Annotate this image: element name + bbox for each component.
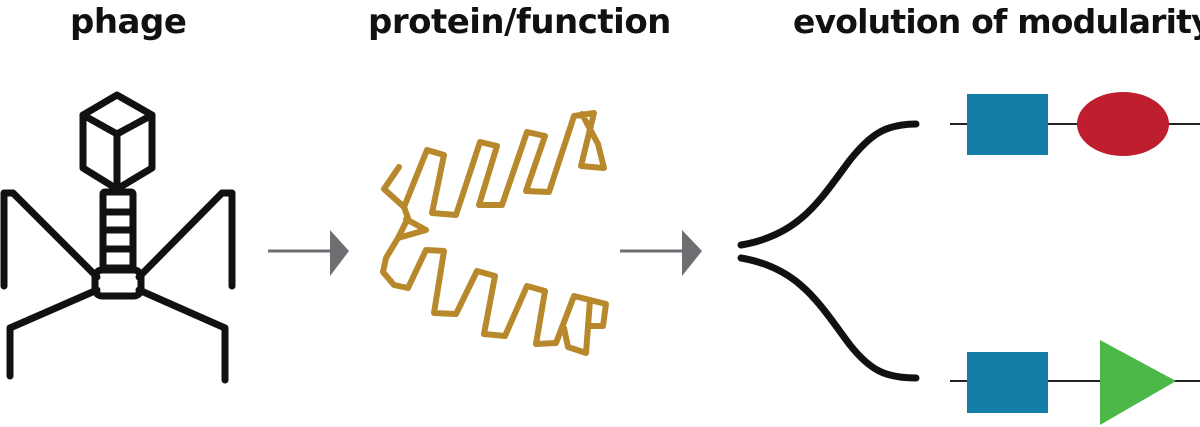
helix-connector xyxy=(395,204,429,241)
arrow-right-icon xyxy=(620,230,702,276)
module-triangle xyxy=(1100,340,1176,425)
phage-icon xyxy=(0,91,236,384)
module-row-bottom xyxy=(950,340,1200,425)
phage-tail-fiber xyxy=(135,189,236,290)
arrow-right-icon xyxy=(268,230,349,276)
phage-tail-fiber xyxy=(0,189,101,290)
module-ellipse xyxy=(1077,92,1169,156)
module-square xyxy=(967,352,1048,413)
module-row-top xyxy=(950,92,1200,156)
lower-helix xyxy=(380,235,593,356)
lower-helix-end xyxy=(587,297,609,329)
evolution-of-modularity-title: evolution of modularity xyxy=(793,2,1200,41)
helix-protein-icon xyxy=(380,110,609,356)
phage-tail-fiber xyxy=(6,286,101,380)
protein-function-title: protein/function xyxy=(368,2,671,42)
upper-branch-curve xyxy=(737,120,920,249)
upper-helix xyxy=(381,110,607,218)
branching-modules-icon xyxy=(737,120,920,382)
phage-tail-fiber xyxy=(135,286,229,384)
phage-baseplate xyxy=(91,266,145,300)
phage-title: phage xyxy=(70,2,187,42)
module-square xyxy=(967,94,1048,155)
lower-branch-curve xyxy=(737,254,920,382)
